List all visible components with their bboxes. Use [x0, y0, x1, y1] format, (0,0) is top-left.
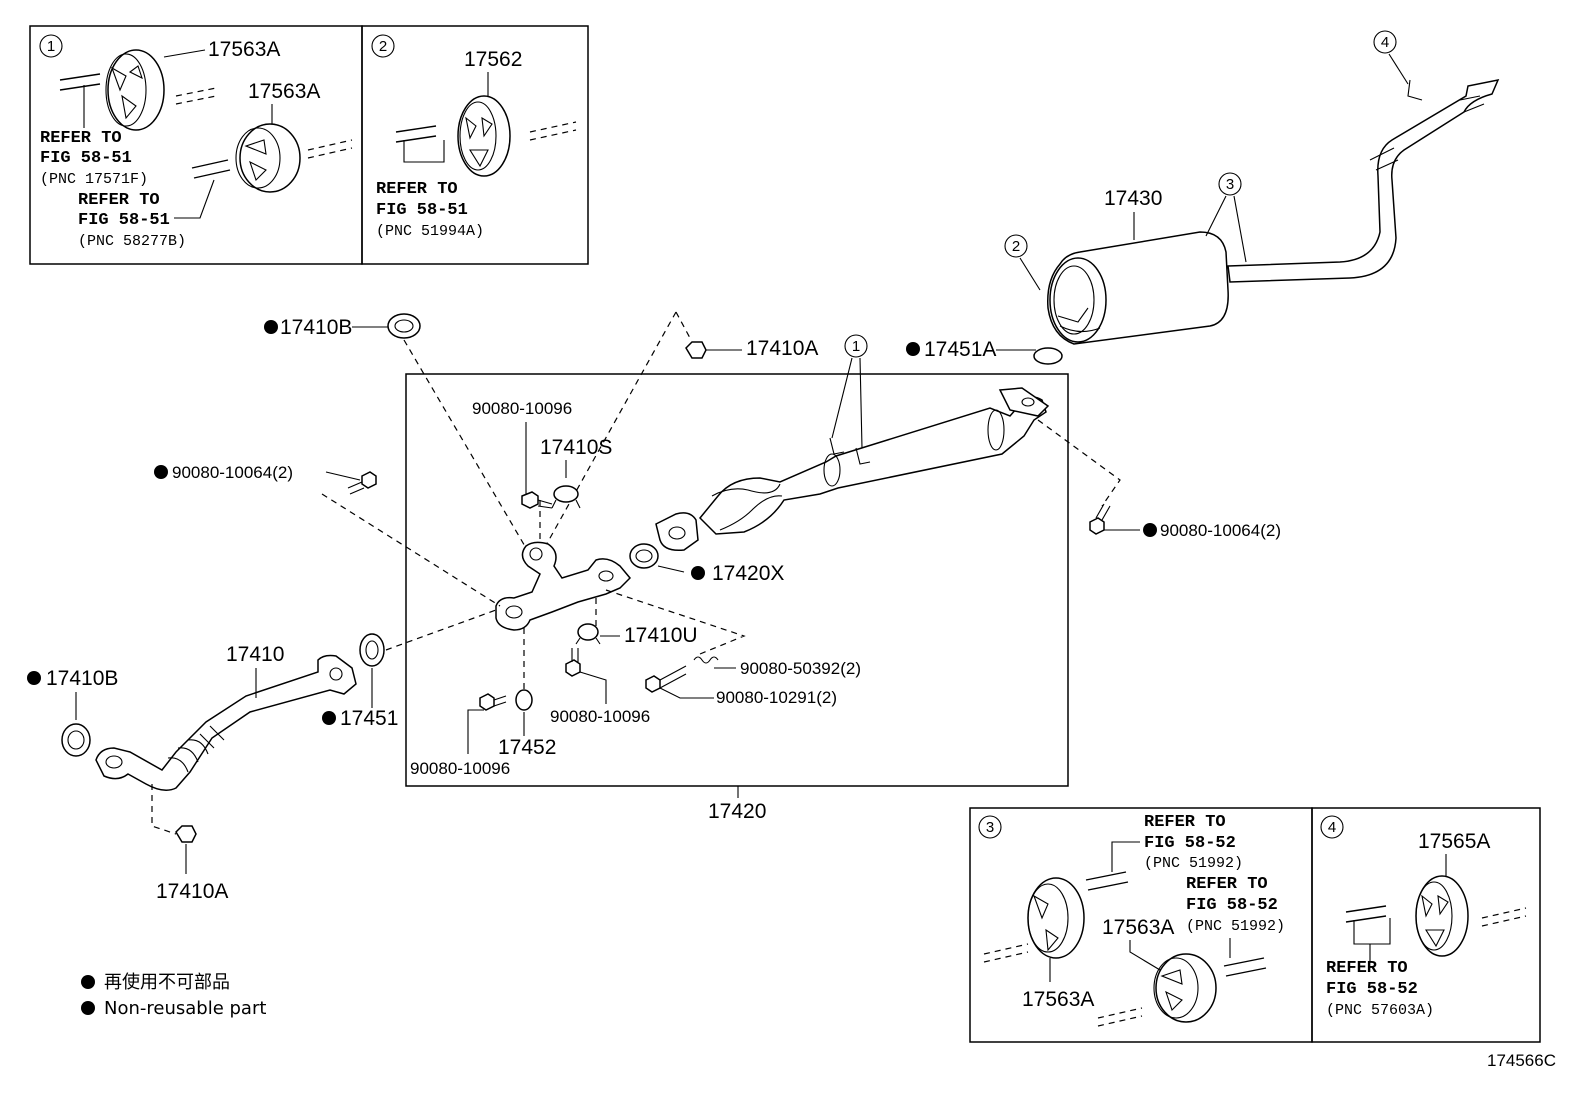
rubber-hanger-icon	[235, 123, 301, 193]
bolt-icon	[521, 491, 553, 509]
gasket-ring-icon	[359, 633, 385, 667]
refer-pnc: (PNC 58277B)	[78, 233, 186, 250]
legend: 再使用不可部品 Non-reusable part	[81, 972, 266, 1019]
clamp-icon	[575, 623, 601, 645]
y-pipe-icon	[495, 541, 632, 631]
rubber-hanger-icon	[105, 49, 165, 131]
part-number-90080-10064[interactable]: 90080-10064(2)	[1160, 521, 1281, 540]
clamp-icon	[515, 689, 533, 711]
clamp-icon	[551, 485, 581, 509]
rubber-hanger-icon	[1027, 877, 1085, 959]
part-number-17410B[interactable]: 17410B	[280, 316, 352, 339]
diagram-id: 174566C	[1487, 1051, 1556, 1070]
part-number-17562[interactable]: 17562	[464, 48, 522, 71]
refer-text: REFER TO	[1326, 959, 1408, 978]
sensor-bolt-icon	[565, 648, 581, 677]
non-reusable-dot-icon	[81, 975, 95, 989]
part-number-17410U[interactable]: 17410U	[624, 624, 698, 647]
inset-2-number: 2	[379, 38, 387, 55]
non-reusable-dot-icon	[1143, 523, 1157, 537]
refer-fig-link[interactable]: FIG 58-51	[40, 149, 132, 168]
part-number-90080-10096[interactable]: 90080-10096	[410, 759, 510, 778]
part-number-17563A[interactable]: 17563A	[1022, 988, 1094, 1011]
refer-pnc: (PNC 51994A)	[376, 223, 484, 240]
part-number-17451[interactable]: 17451	[340, 707, 398, 730]
inset-1-number: 1	[47, 38, 55, 55]
refer-pnc: (PNC 51992)	[1144, 855, 1243, 872]
rubber-hanger-icon	[457, 95, 511, 177]
non-reusable-dot-icon	[27, 671, 41, 685]
inset-3: 3 REFER TO FIG 58-52 (PNC 51992) REFER T…	[969, 807, 1313, 1043]
gasket-ring-icon	[387, 313, 421, 339]
tail-pipe-assembly: 4 17430 2 3 17451A	[906, 30, 1500, 365]
part-number-17451A[interactable]: 17451A	[924, 338, 996, 361]
part-number-90080-10096[interactable]: 90080-10096	[550, 707, 650, 726]
callout-1[interactable]: 1	[852, 338, 860, 355]
inset-4-number: 4	[1328, 819, 1336, 836]
nut-icon	[175, 825, 197, 843]
callout-2[interactable]: 2	[1012, 238, 1020, 255]
part-number-17452[interactable]: 17452	[498, 736, 556, 759]
part-number-17563A[interactable]: 17563A	[1102, 916, 1174, 939]
bolt-icon	[645, 665, 687, 693]
part-number-17565A[interactable]: 17565A	[1418, 830, 1490, 853]
part-number-90080-10096[interactable]: 90080-10096	[472, 399, 572, 418]
part-number-17410A[interactable]: 17410A	[746, 337, 818, 360]
inset-1: 1 17563A REFER TO FIG 58-51 (PNC 17571F)…	[29, 25, 363, 265]
non-reusable-dot-icon	[81, 1001, 95, 1015]
nut-icon	[685, 341, 707, 359]
part-number-17563A[interactable]: 17563A	[208, 38, 280, 61]
part-number-17410B[interactable]: 17410B	[46, 667, 118, 690]
inset-3-number: 3	[986, 819, 994, 836]
refer-fig-link[interactable]: FIG 58-51	[78, 211, 170, 230]
non-reusable-dot-icon	[906, 342, 920, 356]
part-number-90080-50392[interactable]: 90080-50392(2)	[740, 659, 861, 678]
part-number-90080-10291[interactable]: 90080-10291(2)	[716, 688, 837, 707]
refer-text: REFER TO	[376, 180, 458, 199]
gasket-ring-icon	[61, 723, 91, 757]
front-pipe-assembly-box: 17420 1 90080-10096	[405, 334, 1069, 823]
inset-4: 4 17565A REFER TO FIG 58-52 (PNC 57603A)	[1311, 807, 1541, 1043]
part-number-90080-10064[interactable]: 90080-10064(2)	[172, 463, 293, 482]
part-number-17563A[interactable]: 17563A	[248, 80, 320, 103]
refer-fig-link[interactable]: FIG 58-52	[1186, 896, 1278, 915]
part-number-17410S[interactable]: 17410S	[540, 436, 612, 459]
part-number-17420[interactable]: 17420	[708, 800, 766, 823]
refer-fig-link[interactable]: FIG 58-52	[1144, 834, 1236, 853]
catalytic-converter-pipe-icon	[655, 387, 1050, 552]
legend-english: Non-reusable part	[104, 998, 266, 1019]
bolt-icon	[479, 693, 507, 711]
refer-text: REFER TO	[78, 191, 160, 210]
refer-pnc: (PNC 51992)	[1186, 918, 1285, 935]
callout-4[interactable]: 4	[1381, 34, 1389, 51]
spring-icon	[693, 656, 719, 664]
non-reusable-dot-icon	[691, 566, 705, 580]
front-pipe-icon	[95, 654, 357, 791]
gasket-ring-icon	[629, 543, 659, 569]
inset-2: 2 17562 REFER TO FIG 58-51 (PNC 51994A)	[361, 25, 589, 265]
refer-text: REFER TO	[40, 129, 122, 148]
part-number-17430[interactable]: 17430	[1104, 187, 1162, 210]
refer-text: REFER TO	[1144, 813, 1226, 832]
refer-pnc: (PNC 17571F)	[40, 171, 148, 188]
refer-fig-link[interactable]: FIG 58-52	[1326, 980, 1418, 999]
rubber-hanger-icon	[1153, 953, 1217, 1023]
bolt-icon	[347, 471, 377, 495]
non-reusable-dot-icon	[154, 465, 168, 479]
non-reusable-dot-icon	[264, 320, 278, 334]
refer-fig-link[interactable]: FIG 58-51	[376, 201, 468, 220]
legend-japanese: 再使用不可部品	[104, 972, 230, 993]
part-number-17410[interactable]: 17410	[226, 643, 284, 666]
part-number-17420X[interactable]: 17420X	[712, 562, 784, 585]
non-reusable-dot-icon	[322, 711, 336, 725]
refer-pnc: (PNC 57603A)	[1326, 1002, 1434, 1019]
refer-text: REFER TO	[1186, 875, 1268, 894]
part-number-17410A[interactable]: 17410A	[156, 880, 228, 903]
callout-3[interactable]: 3	[1226, 176, 1234, 193]
rubber-hanger-icon	[1415, 875, 1469, 957]
muffler-icon	[1047, 231, 1229, 345]
